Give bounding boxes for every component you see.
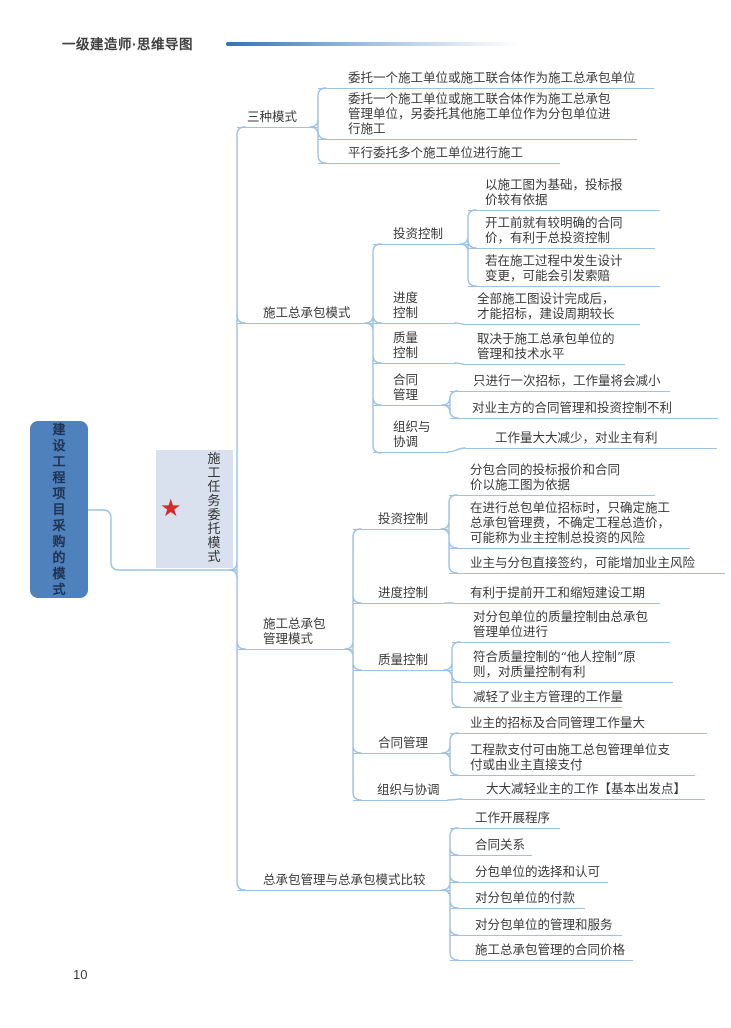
branch-0-leaf-2: 平行委托多个施工单位进行施工 xyxy=(318,145,560,164)
branch-1-child-0-leaf-2: 若在施工过程中发生设计变更，可能会引发索赔 xyxy=(468,253,660,287)
branch-1-label: 施工总承包模式 xyxy=(237,305,373,324)
branch-0-label: 三种模式 xyxy=(237,109,318,128)
branch-1-child-3-leaf-0: 只进行一次招标，工作量将会减小 xyxy=(450,373,670,392)
header-accent-line xyxy=(226,42,520,46)
branch-2-child-3-leaf-1: 工程款支付可由施工总包管理单位支付或由业主直接支付 xyxy=(450,742,695,776)
branch-2-child-3-leaf-0: 业主的招标及合同管理工作量大 xyxy=(450,715,707,734)
branch-2-child-3-label: 合同管理 xyxy=(353,735,450,754)
branch-2-child-0-label: 投资控制 xyxy=(353,511,449,530)
branch-1-child-0-label: 投资控制 xyxy=(373,226,468,245)
branch-0-leaf-0: 委托一个施工单位或施工联合体作为施工总承包单位 xyxy=(318,70,654,89)
branch-1-child-3-leaf-1: 对业主方的合同管理和投资控制不利 xyxy=(450,400,718,419)
branch-2-child-2-label: 质量控制 xyxy=(353,652,452,671)
branch-1-child-1-label: 进度控制 xyxy=(373,290,455,324)
branch-2-child-4-leaf-0: 大大减轻业主的工作【基本出发点】 xyxy=(462,781,705,800)
branch-2-child-1-label: 进度控制 xyxy=(353,585,445,604)
branch-1-child-2-label: 质量控制 xyxy=(373,330,455,364)
branch-3-label: 总承包管理与总承包模式比较 xyxy=(237,872,450,891)
central-topic: 施工任务委托模式 xyxy=(156,450,233,568)
branch-1-child-2-leaf-0: 取决于施工总承包单位的管理和技术水平 xyxy=(463,331,625,365)
branch-2-label: 施工总承包管理模式 xyxy=(237,616,353,650)
branch-2-child-2-leaf-1: 符合质量控制的“他人控制”原则，对质量控制有利 xyxy=(452,649,673,683)
branch-1-child-0-leaf-1: 开工前就有较明确的合同价，有利于总投资控制 xyxy=(468,215,655,249)
branch-1-child-4-label: 组织与协调 xyxy=(373,419,448,453)
branch-2-child-4-label: 组织与协调 xyxy=(353,782,448,801)
branch-0-leaf-1: 委托一个施工单位或施工联合体作为施工总承包管理单位，另委托其他施工单位作为分包单… xyxy=(318,91,637,140)
branch-3-leaf-1: 合同关系 xyxy=(450,837,532,856)
branch-2-child-0-leaf-2: 业主与分包直接签约，可能增加业主风险 xyxy=(449,555,725,574)
branch-3-leaf-3: 对分包单位的付款 xyxy=(450,890,585,909)
central-topic-label: 施工任务委托模式 xyxy=(207,452,221,565)
page-title: 一级建造师·思维导图 xyxy=(62,37,193,52)
root-topic: 建设工程项目采购的模式 xyxy=(30,421,88,598)
star-icon: ★ xyxy=(160,494,182,522)
branch-2-child-0-leaf-1: 在进行总包单位招标时，只确定施工总承包管理费，不确定工程总造价，可能称为业主控制… xyxy=(449,500,690,549)
page-number: 10 xyxy=(73,967,88,982)
branch-2-child-2-leaf-2: 减轻了业主方管理的工作量 xyxy=(452,689,623,708)
branch-3-leaf-5: 施工总承包管理的合同价格 xyxy=(450,942,633,961)
branch-2-child-1-leaf-0: 有利于提前开工和缩短建设工期 xyxy=(453,585,660,604)
branch-1-child-4-leaf-0: 工作量大大减少，对业主有利 xyxy=(465,430,717,449)
branch-3-leaf-4: 对分包单位的管理和服务 xyxy=(450,917,622,936)
branch-1-child-1-leaf-0: 全部施工图设计完成后，才能招标，建设周期较长 xyxy=(463,291,640,325)
root-topic-label: 建设工程项目采购的模式 xyxy=(52,423,66,598)
branch-2-child-0-leaf-0: 分包合同的投标报价和合同价以施工图为依据 xyxy=(449,462,655,496)
branch-3-leaf-0: 工作开展程序 xyxy=(450,810,560,829)
branch-2-child-2-leaf-0: 对分包单位的质量控制由总承包管理单位进行 xyxy=(452,609,670,643)
branch-1-child-0-leaf-0: 以施工图为基础，投标报价较有依据 xyxy=(468,177,660,211)
branch-3-leaf-2: 分包单位的选择和认可 xyxy=(450,864,608,883)
branch-1-child-3-label: 合同管理 xyxy=(373,372,450,406)
